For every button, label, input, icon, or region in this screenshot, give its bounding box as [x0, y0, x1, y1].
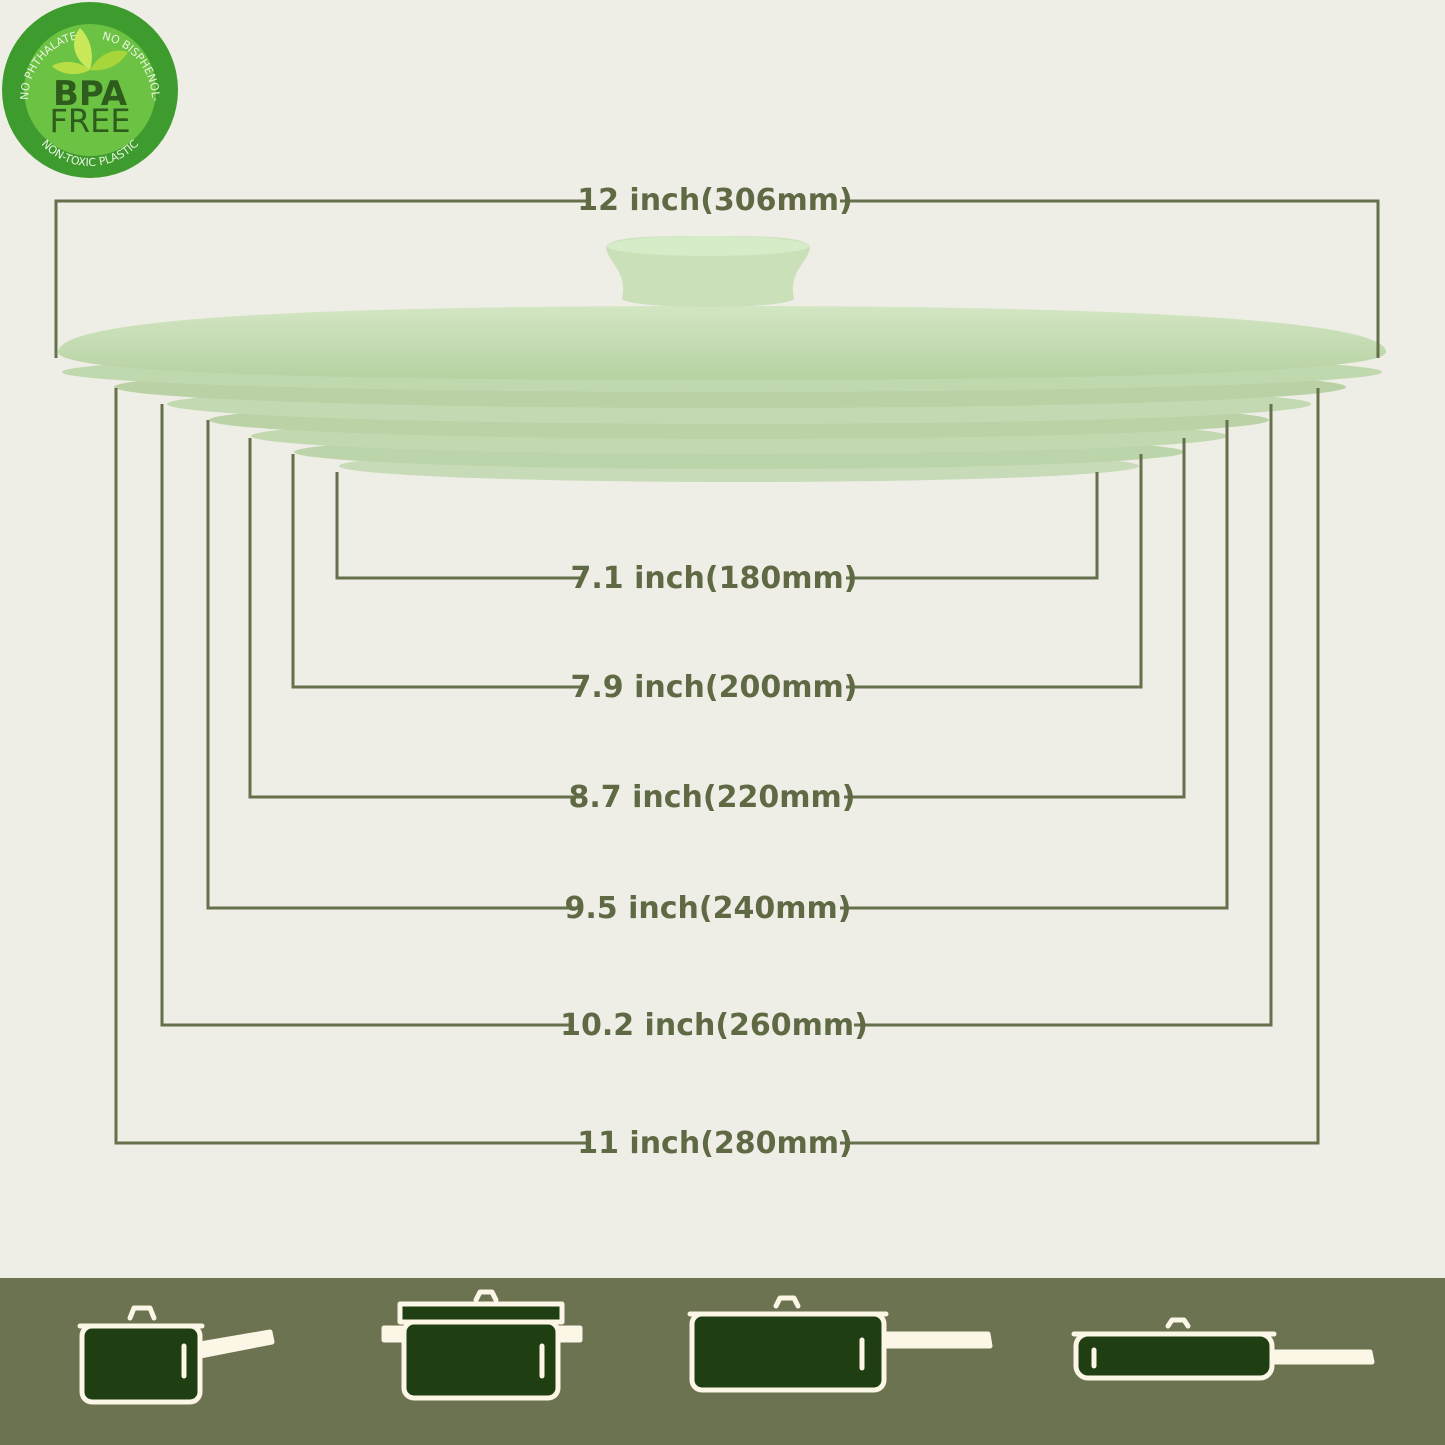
- badge-main-text-bpa: BPA: [53, 74, 128, 114]
- badge-main-text-free: FREE: [49, 102, 130, 140]
- label-bg: [584, 668, 846, 706]
- label-bg: [590, 182, 840, 220]
- dimension-label: 11 inch(280mm): [577, 1126, 853, 1161]
- dimension-label: 10.2 inch(260mm): [560, 1008, 868, 1043]
- frying-pan-icon: [1071, 1317, 1375, 1381]
- dimension-labels: 12 inch(306mm) 7.1 inch(180mm) 7.9 inch(…: [560, 182, 868, 1162]
- bracket-10-2-inch: [160, 404, 1273, 1027]
- silicone-lid: [58, 236, 1386, 482]
- dimension-label: 7.9 inch(200mm): [571, 670, 858, 705]
- label-bg: [578, 889, 840, 927]
- leaf-icon: [90, 50, 128, 71]
- bracket-9-5-inch: [206, 420, 1229, 910]
- dimension-label: 9.5 inch(240mm): [565, 891, 852, 926]
- lid-top: [58, 306, 1386, 380]
- label-bg: [582, 778, 844, 816]
- leaf-icon: [74, 28, 92, 70]
- leaf-icon: [52, 61, 90, 75]
- lid-knob-top: [606, 236, 810, 256]
- bracket-8-7-inch: [248, 438, 1186, 799]
- dimension-label: 8.7 inch(220mm): [569, 780, 856, 815]
- saute-pan-icon: [687, 1295, 993, 1393]
- dimension-label: 12 inch(306mm): [577, 183, 853, 218]
- cookware-icons: [77, 1289, 1375, 1405]
- dimension-label: 7.1 inch(180mm): [571, 561, 858, 596]
- stockpot-icon: [381, 1289, 583, 1401]
- label-bg: [574, 1006, 854, 1044]
- bpa-free-badge: NO PHTHALATES NO BISPHENOL-A NON-TOXIC P…: [0, 0, 178, 178]
- saucepan-icon: [77, 1305, 275, 1405]
- label-bg: [584, 559, 846, 597]
- label-bg: [590, 1124, 840, 1162]
